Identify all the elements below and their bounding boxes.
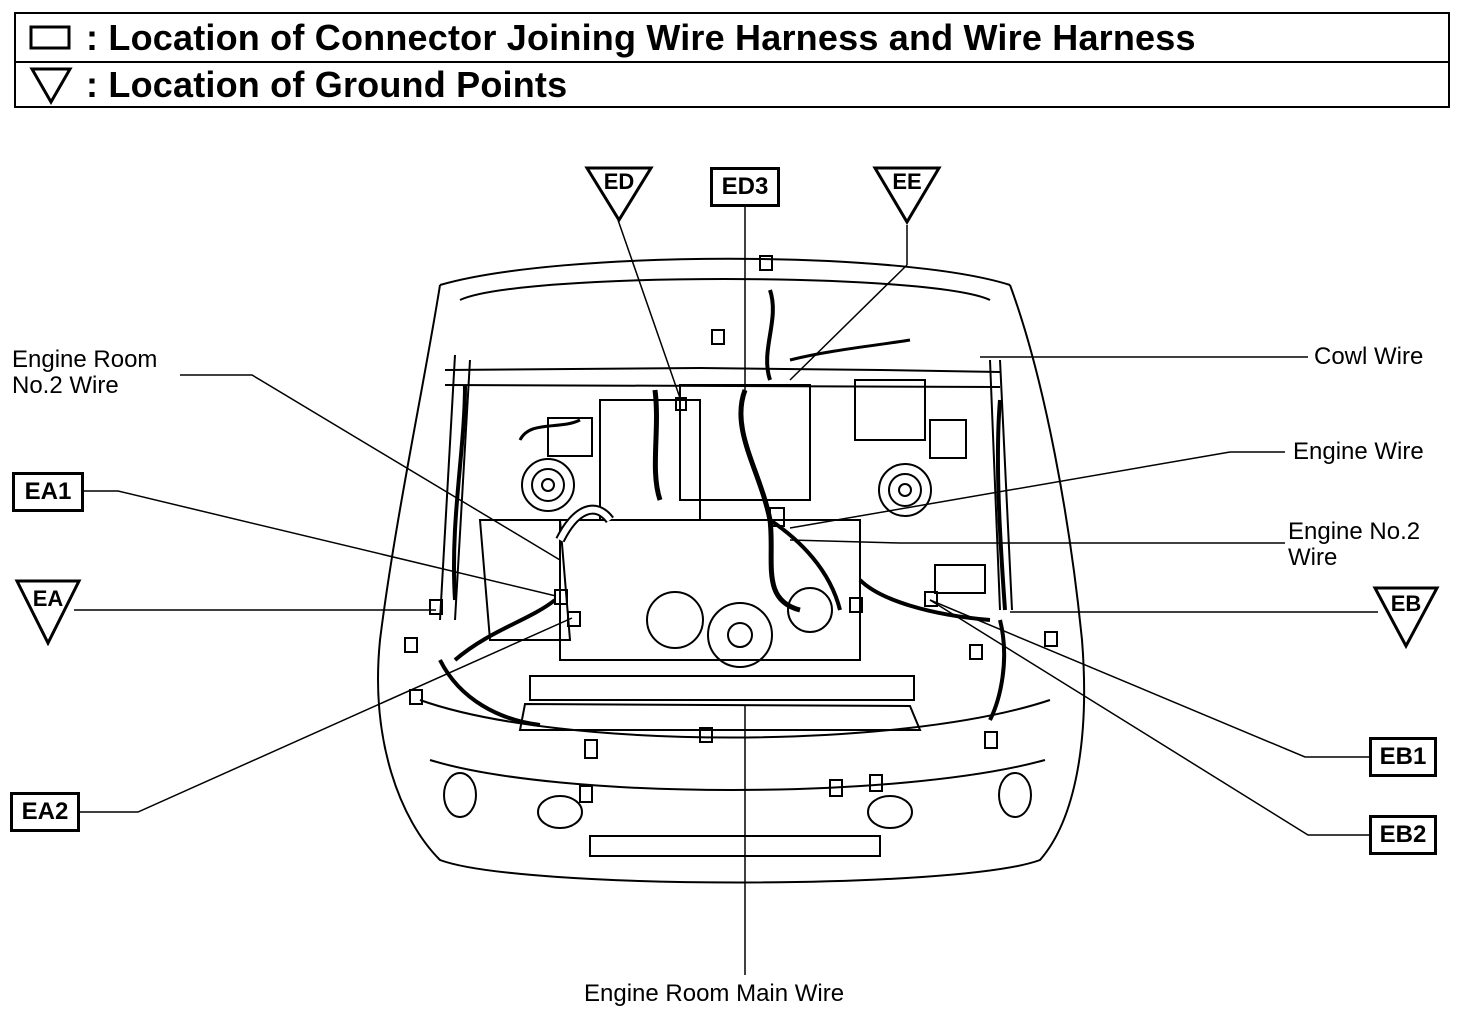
label-cowl-wire: Cowl Wire xyxy=(1314,343,1424,370)
ground-point-eb: EB xyxy=(1372,585,1440,650)
label-engine-room-main-wire: Engine Room Main Wire xyxy=(584,980,845,1007)
legend-connector-text: : Location of Connector Joining Wire Har… xyxy=(86,16,1196,58)
legend-row-connector: : Location of Connector Joining Wire Har… xyxy=(16,14,1448,63)
label-engine-room-no2-wire: Engine Room No.2 Wire xyxy=(12,347,157,399)
legend-ground-text: : Location of Ground Points xyxy=(86,63,568,105)
connector-ea1: EA1 xyxy=(12,472,84,512)
ground-point-ee: EE xyxy=(872,165,942,225)
triangle-icon xyxy=(16,65,86,105)
label-engine-room-no2-line1: Engine Room xyxy=(12,346,158,373)
label-engine-no2-wire: Engine No.2 Wire xyxy=(1288,519,1420,571)
ground-label-ee: EE xyxy=(892,169,922,194)
ground-label-eb: EB xyxy=(1390,591,1422,616)
rectangle-icon xyxy=(16,18,86,58)
label-engine-wire: Engine Wire xyxy=(1293,438,1424,465)
ground-label-ed: ED xyxy=(603,169,635,194)
legend-row-ground: : Location of Ground Points xyxy=(16,61,1448,108)
label-engine-no2-line2: Wire xyxy=(1288,544,1338,571)
triangle-icon xyxy=(14,579,82,647)
connector-eb1: EB1 xyxy=(1369,737,1437,777)
label-engine-room-no2-line2: No.2 Wire xyxy=(12,372,119,399)
label-engine-no2-line1: Engine No.2 xyxy=(1288,518,1421,545)
ground-point-ed: ED xyxy=(584,165,654,223)
connector-eb2: EB2 xyxy=(1369,815,1437,855)
legend-box: : Location of Connector Joining Wire Har… xyxy=(14,12,1450,108)
triangle-icon xyxy=(584,166,654,223)
connector-ea2: EA2 xyxy=(10,792,80,832)
triangle-icon xyxy=(1372,586,1440,650)
triangle-icon xyxy=(872,166,942,225)
connector-ed3: ED3 xyxy=(710,167,780,207)
ground-label-ea: EA xyxy=(32,586,64,611)
ground-point-ea: EA xyxy=(14,578,82,647)
